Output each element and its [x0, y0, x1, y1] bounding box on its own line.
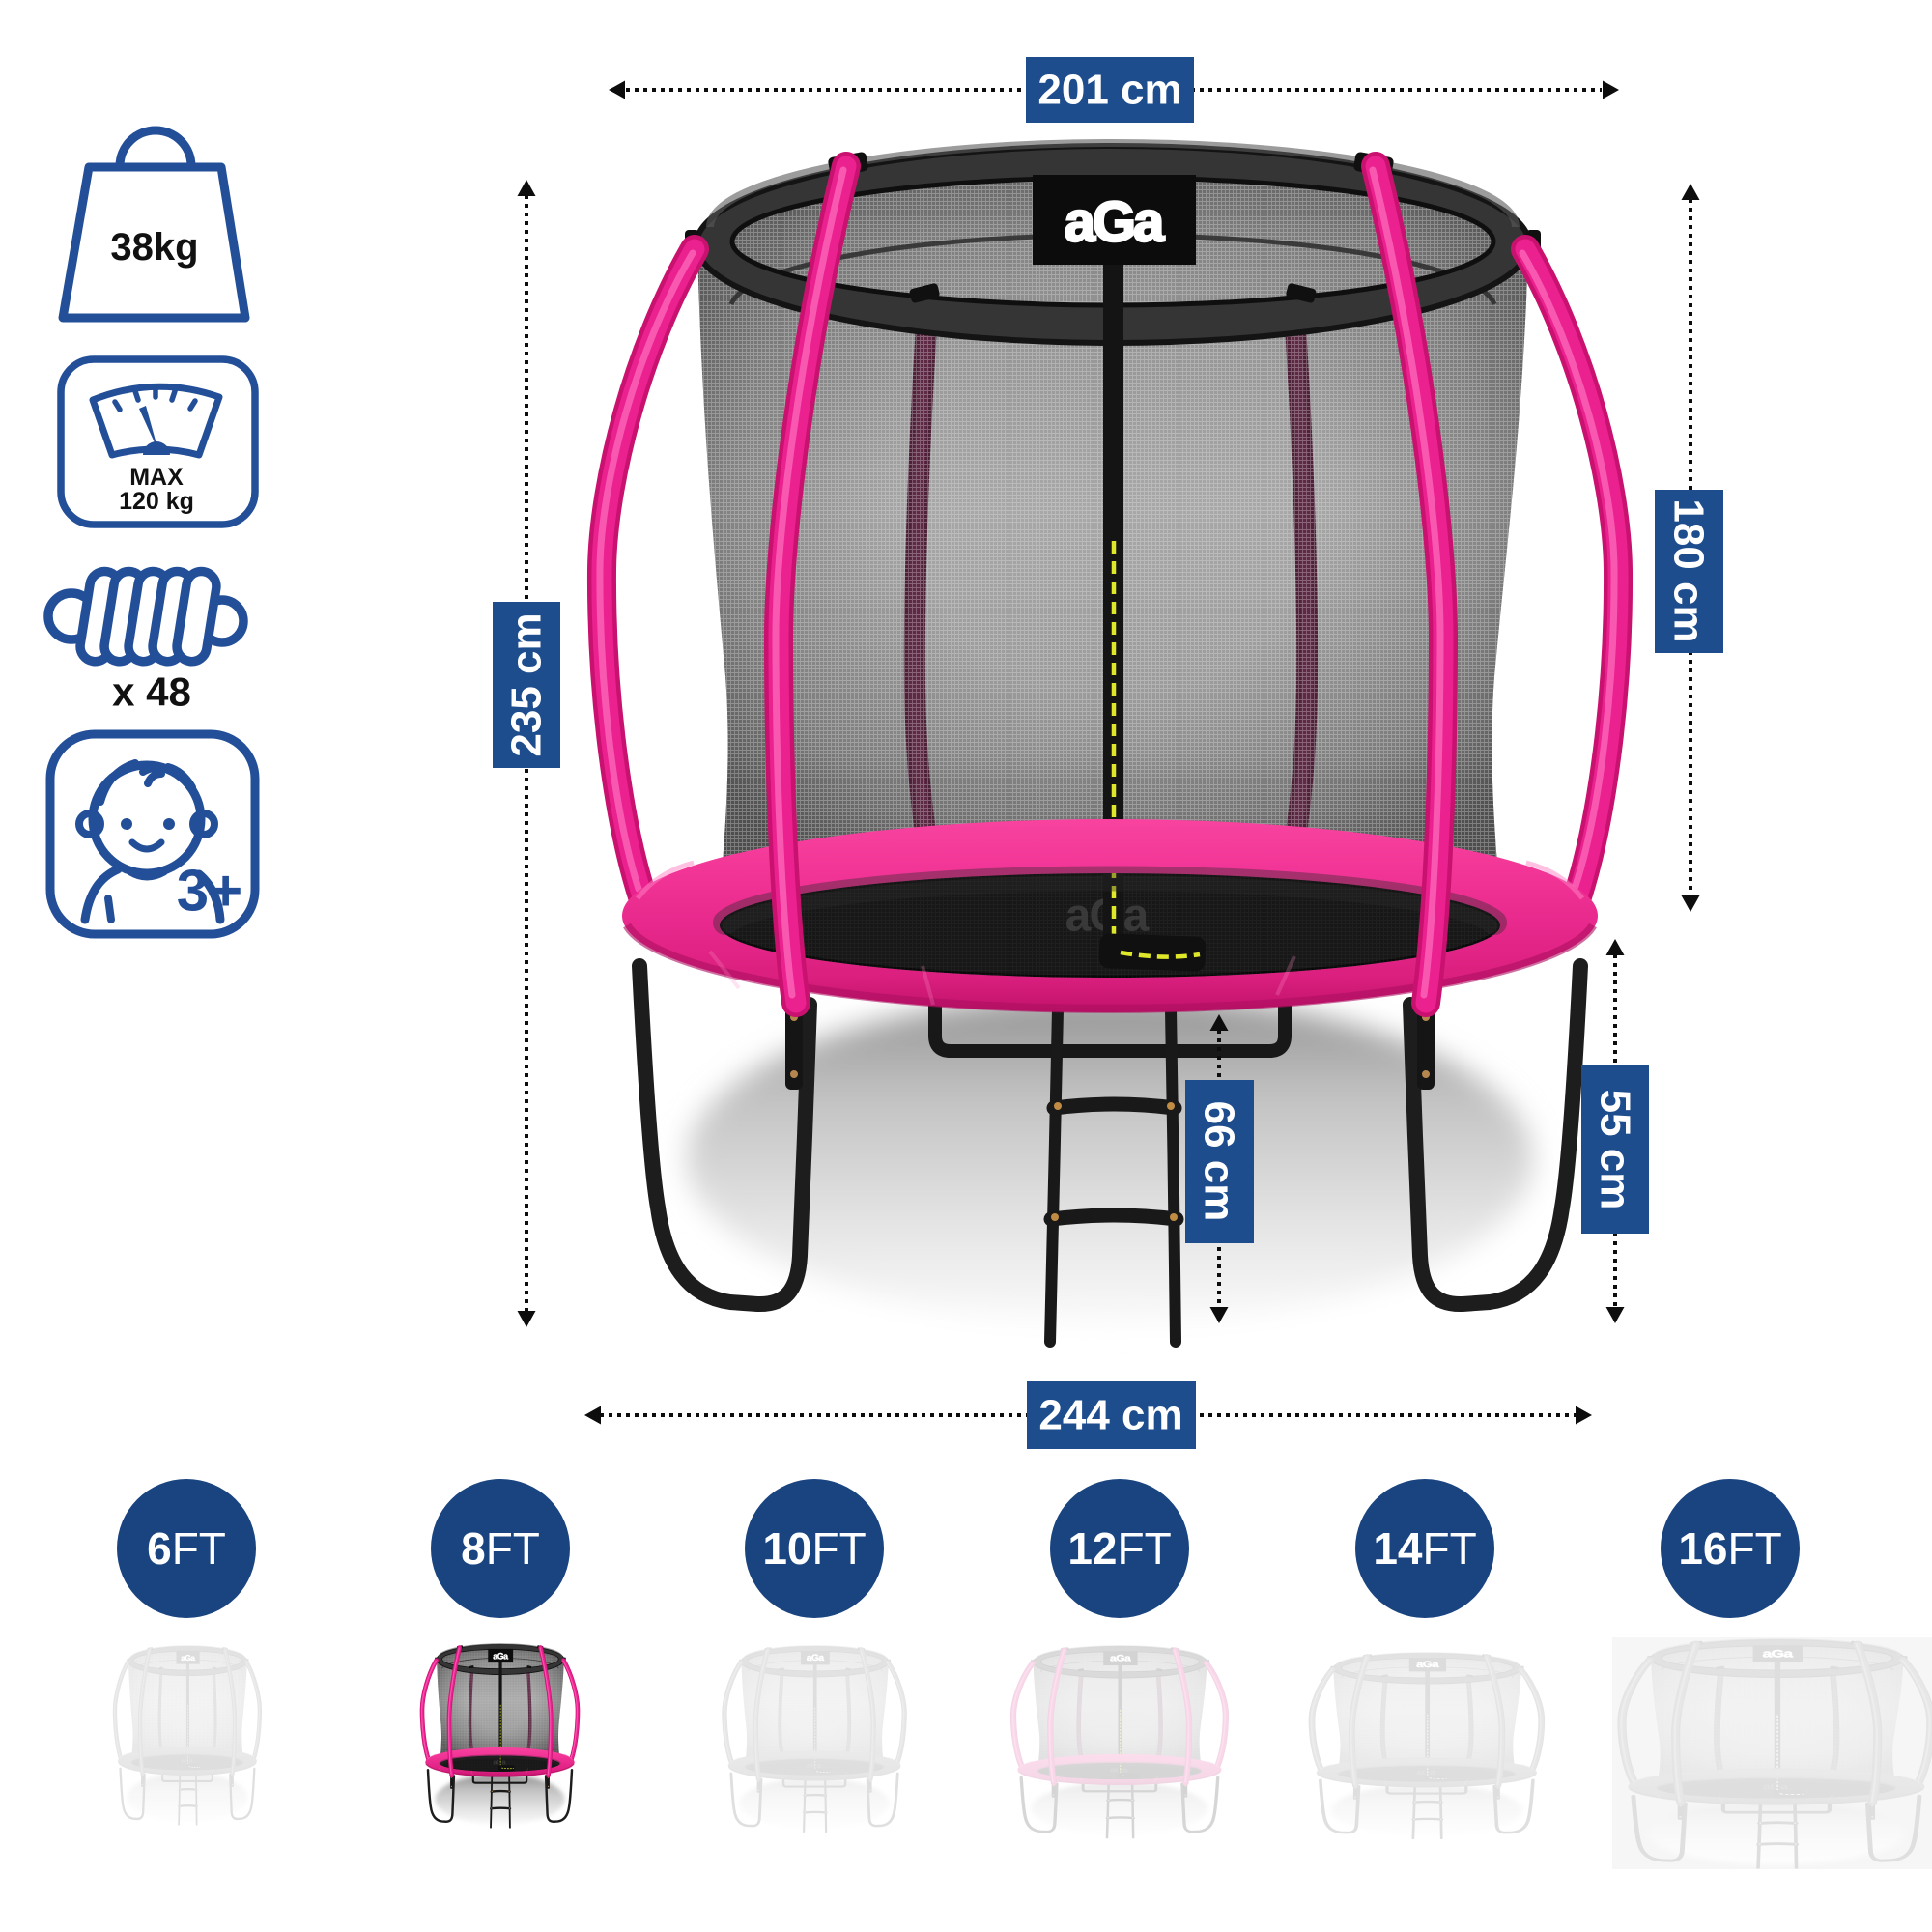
svg-text:180 cm: 180 cm [1665, 498, 1713, 642]
svg-text:66 cm: 66 cm [1196, 1101, 1243, 1222]
svg-text:201 cm: 201 cm [1037, 67, 1181, 114]
svg-text:12FT: 12FT [1067, 1523, 1171, 1574]
svg-text:8FT: 8FT [461, 1523, 540, 1574]
svg-text:120 kg: 120 kg [119, 488, 194, 515]
svg-text:MAX: MAX [129, 464, 184, 491]
svg-text:38kg: 38kg [110, 226, 198, 269]
svg-text:244 cm: 244 cm [1038, 1392, 1182, 1439]
svg-text:14FT: 14FT [1373, 1523, 1476, 1574]
svg-text:x 48: x 48 [112, 669, 191, 715]
svg-text:10FT: 10FT [762, 1523, 866, 1574]
svg-text:55 cm: 55 cm [1592, 1090, 1639, 1210]
svg-text:6FT: 6FT [147, 1523, 226, 1574]
svg-text:3+: 3+ [177, 859, 242, 923]
svg-text:235 cm: 235 cm [503, 612, 551, 756]
svg-text:16FT: 16FT [1678, 1523, 1781, 1574]
